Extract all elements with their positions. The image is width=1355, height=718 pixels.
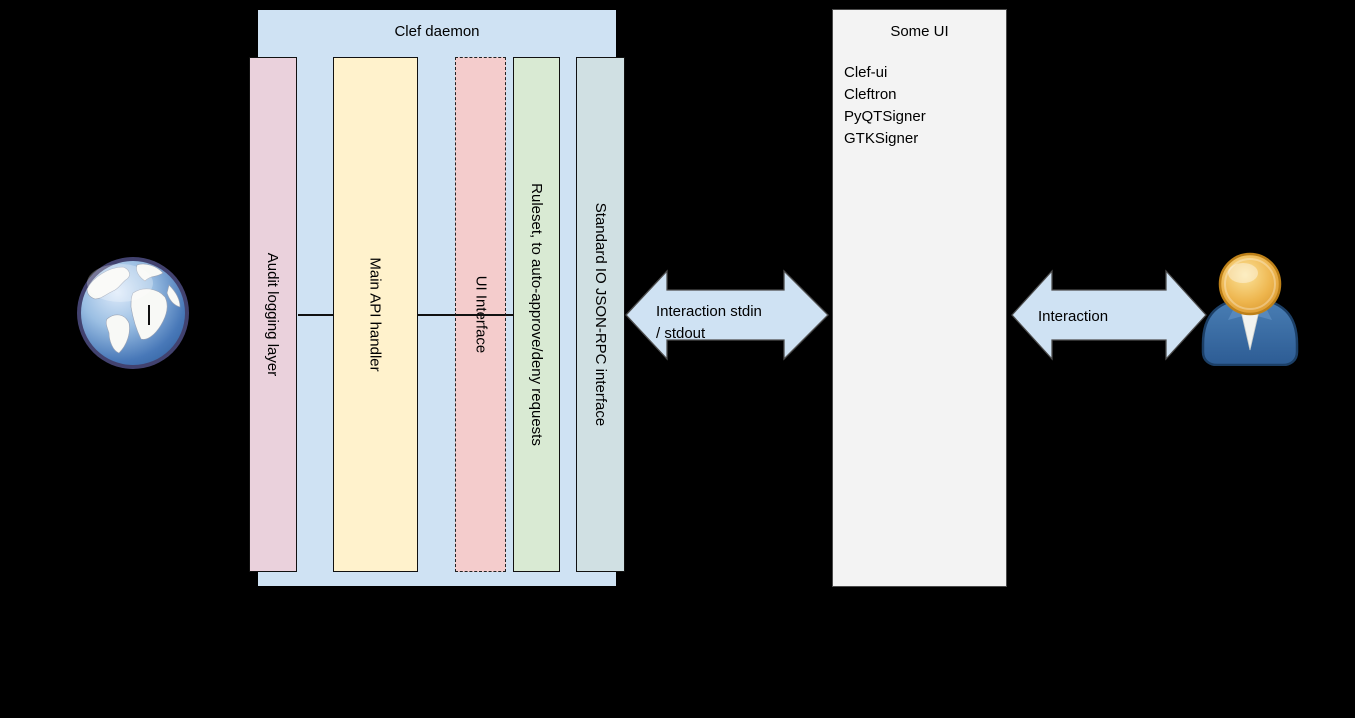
layer-ruleset-label: Ruleset, to auto-approve/deny requests (528, 183, 546, 446)
connector-stub (148, 305, 150, 325)
layer-audit-logging-label: Audit logging layer (264, 252, 282, 377)
user-arrow-label: Interaction (1038, 306, 1108, 328)
stdio-arrow-label-line1: Interaction stdin (656, 303, 762, 320)
layer-audit-logging: Audit logging layer (249, 57, 297, 572)
some-ui-item: Clef-ui (844, 64, 888, 81)
layer-main-api-handler-label: Main API handler (367, 257, 384, 372)
stdio-arrow-label: Interaction stdin / stdout (656, 301, 762, 345)
stdio-arrow-label-line2: / stdout (656, 325, 706, 342)
stdio-arrow-shape (625, 269, 829, 361)
connector-audit-to-api (298, 314, 333, 316)
user-arrow-shape (1011, 269, 1207, 361)
some-ui-box: Some UI Clef-ui Cleftron PyQTSigner GTKS… (832, 9, 1007, 587)
layer-ruleset: Ruleset, to auto-approve/deny requests (513, 57, 560, 572)
some-ui-title: Some UI (890, 23, 949, 40)
clef-daemon-box: Clef daemon (257, 9, 617, 587)
some-ui-item: Cleftron (844, 86, 897, 103)
user-arrow-label-line1: Interaction (1038, 308, 1109, 325)
some-ui-item: GTKSigner (844, 130, 919, 147)
some-ui-item: PyQTSigner (844, 108, 926, 125)
user-icon (1201, 252, 1299, 366)
some-ui-list: Clef-ui Cleftron PyQTSigner GTKSigner (844, 62, 926, 150)
layer-stdio-jsonrpc: Standard IO JSON-RPC interface (576, 57, 625, 572)
globe-icon (77, 257, 189, 369)
clef-daemon-title: Clef daemon (394, 23, 480, 40)
layer-main-api-handler: Main API handler (333, 57, 418, 572)
layer-stdio-jsonrpc-label: Standard IO JSON-RPC interface (592, 202, 610, 427)
connector-api-to-ruleset (418, 314, 513, 316)
stdio-arrow (625, 269, 829, 361)
user-arrow (1011, 269, 1207, 361)
